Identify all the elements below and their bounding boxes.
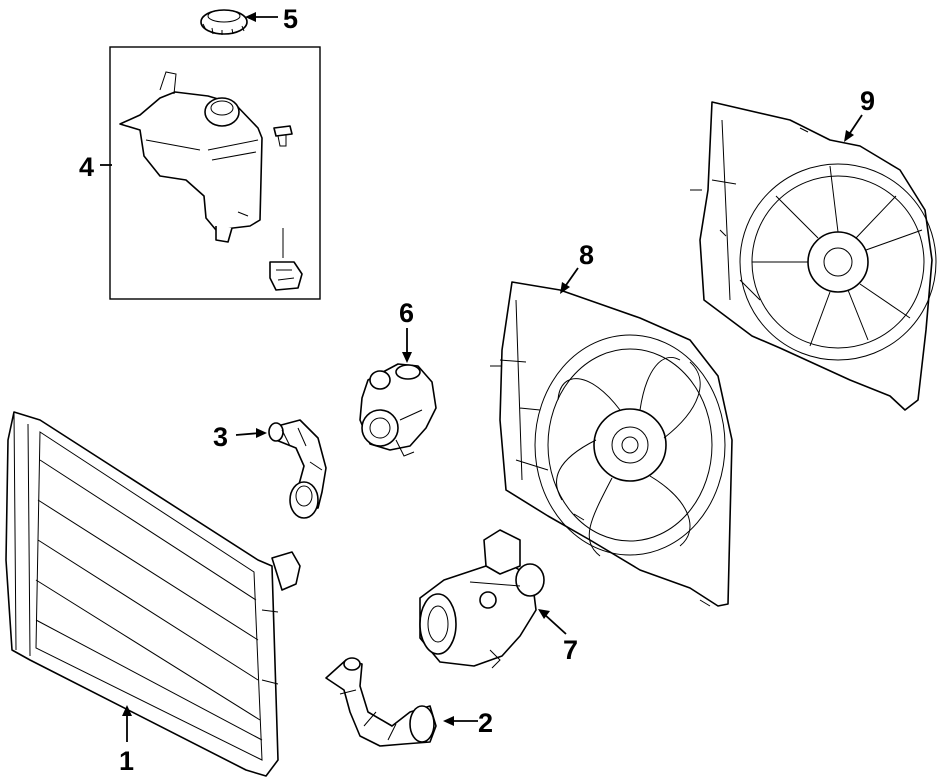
upper-hose-part[interactable] xyxy=(268,419,327,519)
callout-2: 2 xyxy=(478,708,493,738)
water-pump-part[interactable] xyxy=(419,529,545,669)
callout-arrow-3 xyxy=(235,428,267,438)
reservoir-cap-part[interactable] xyxy=(200,9,248,35)
callout-arrow-6 xyxy=(402,328,412,363)
callout-6: 6 xyxy=(399,298,414,328)
callout-9: 9 xyxy=(860,86,875,116)
callout-3: 3 xyxy=(213,422,228,452)
callout-arrow-7 xyxy=(538,609,567,635)
thermostat-part[interactable] xyxy=(359,363,437,457)
callout-arrow-8 xyxy=(560,267,579,294)
callout-4: 4 xyxy=(79,152,94,182)
callout-arrow-5 xyxy=(245,12,278,22)
radiator-part[interactable] xyxy=(5,411,301,777)
callout-arrow-1 xyxy=(122,705,132,742)
callout-arrow-2 xyxy=(443,716,478,726)
callout-7: 7 xyxy=(563,635,578,665)
callout-5: 5 xyxy=(283,4,298,34)
lower-hose-part[interactable] xyxy=(325,657,437,747)
expansion-tank-group[interactable] xyxy=(109,46,321,300)
fan-shroud-rear-part[interactable] xyxy=(690,101,937,411)
callout-arrow-9 xyxy=(844,114,863,142)
callout-8: 8 xyxy=(579,240,594,270)
callout-1: 1 xyxy=(119,746,134,776)
fan-shroud-front-part[interactable] xyxy=(490,281,733,607)
